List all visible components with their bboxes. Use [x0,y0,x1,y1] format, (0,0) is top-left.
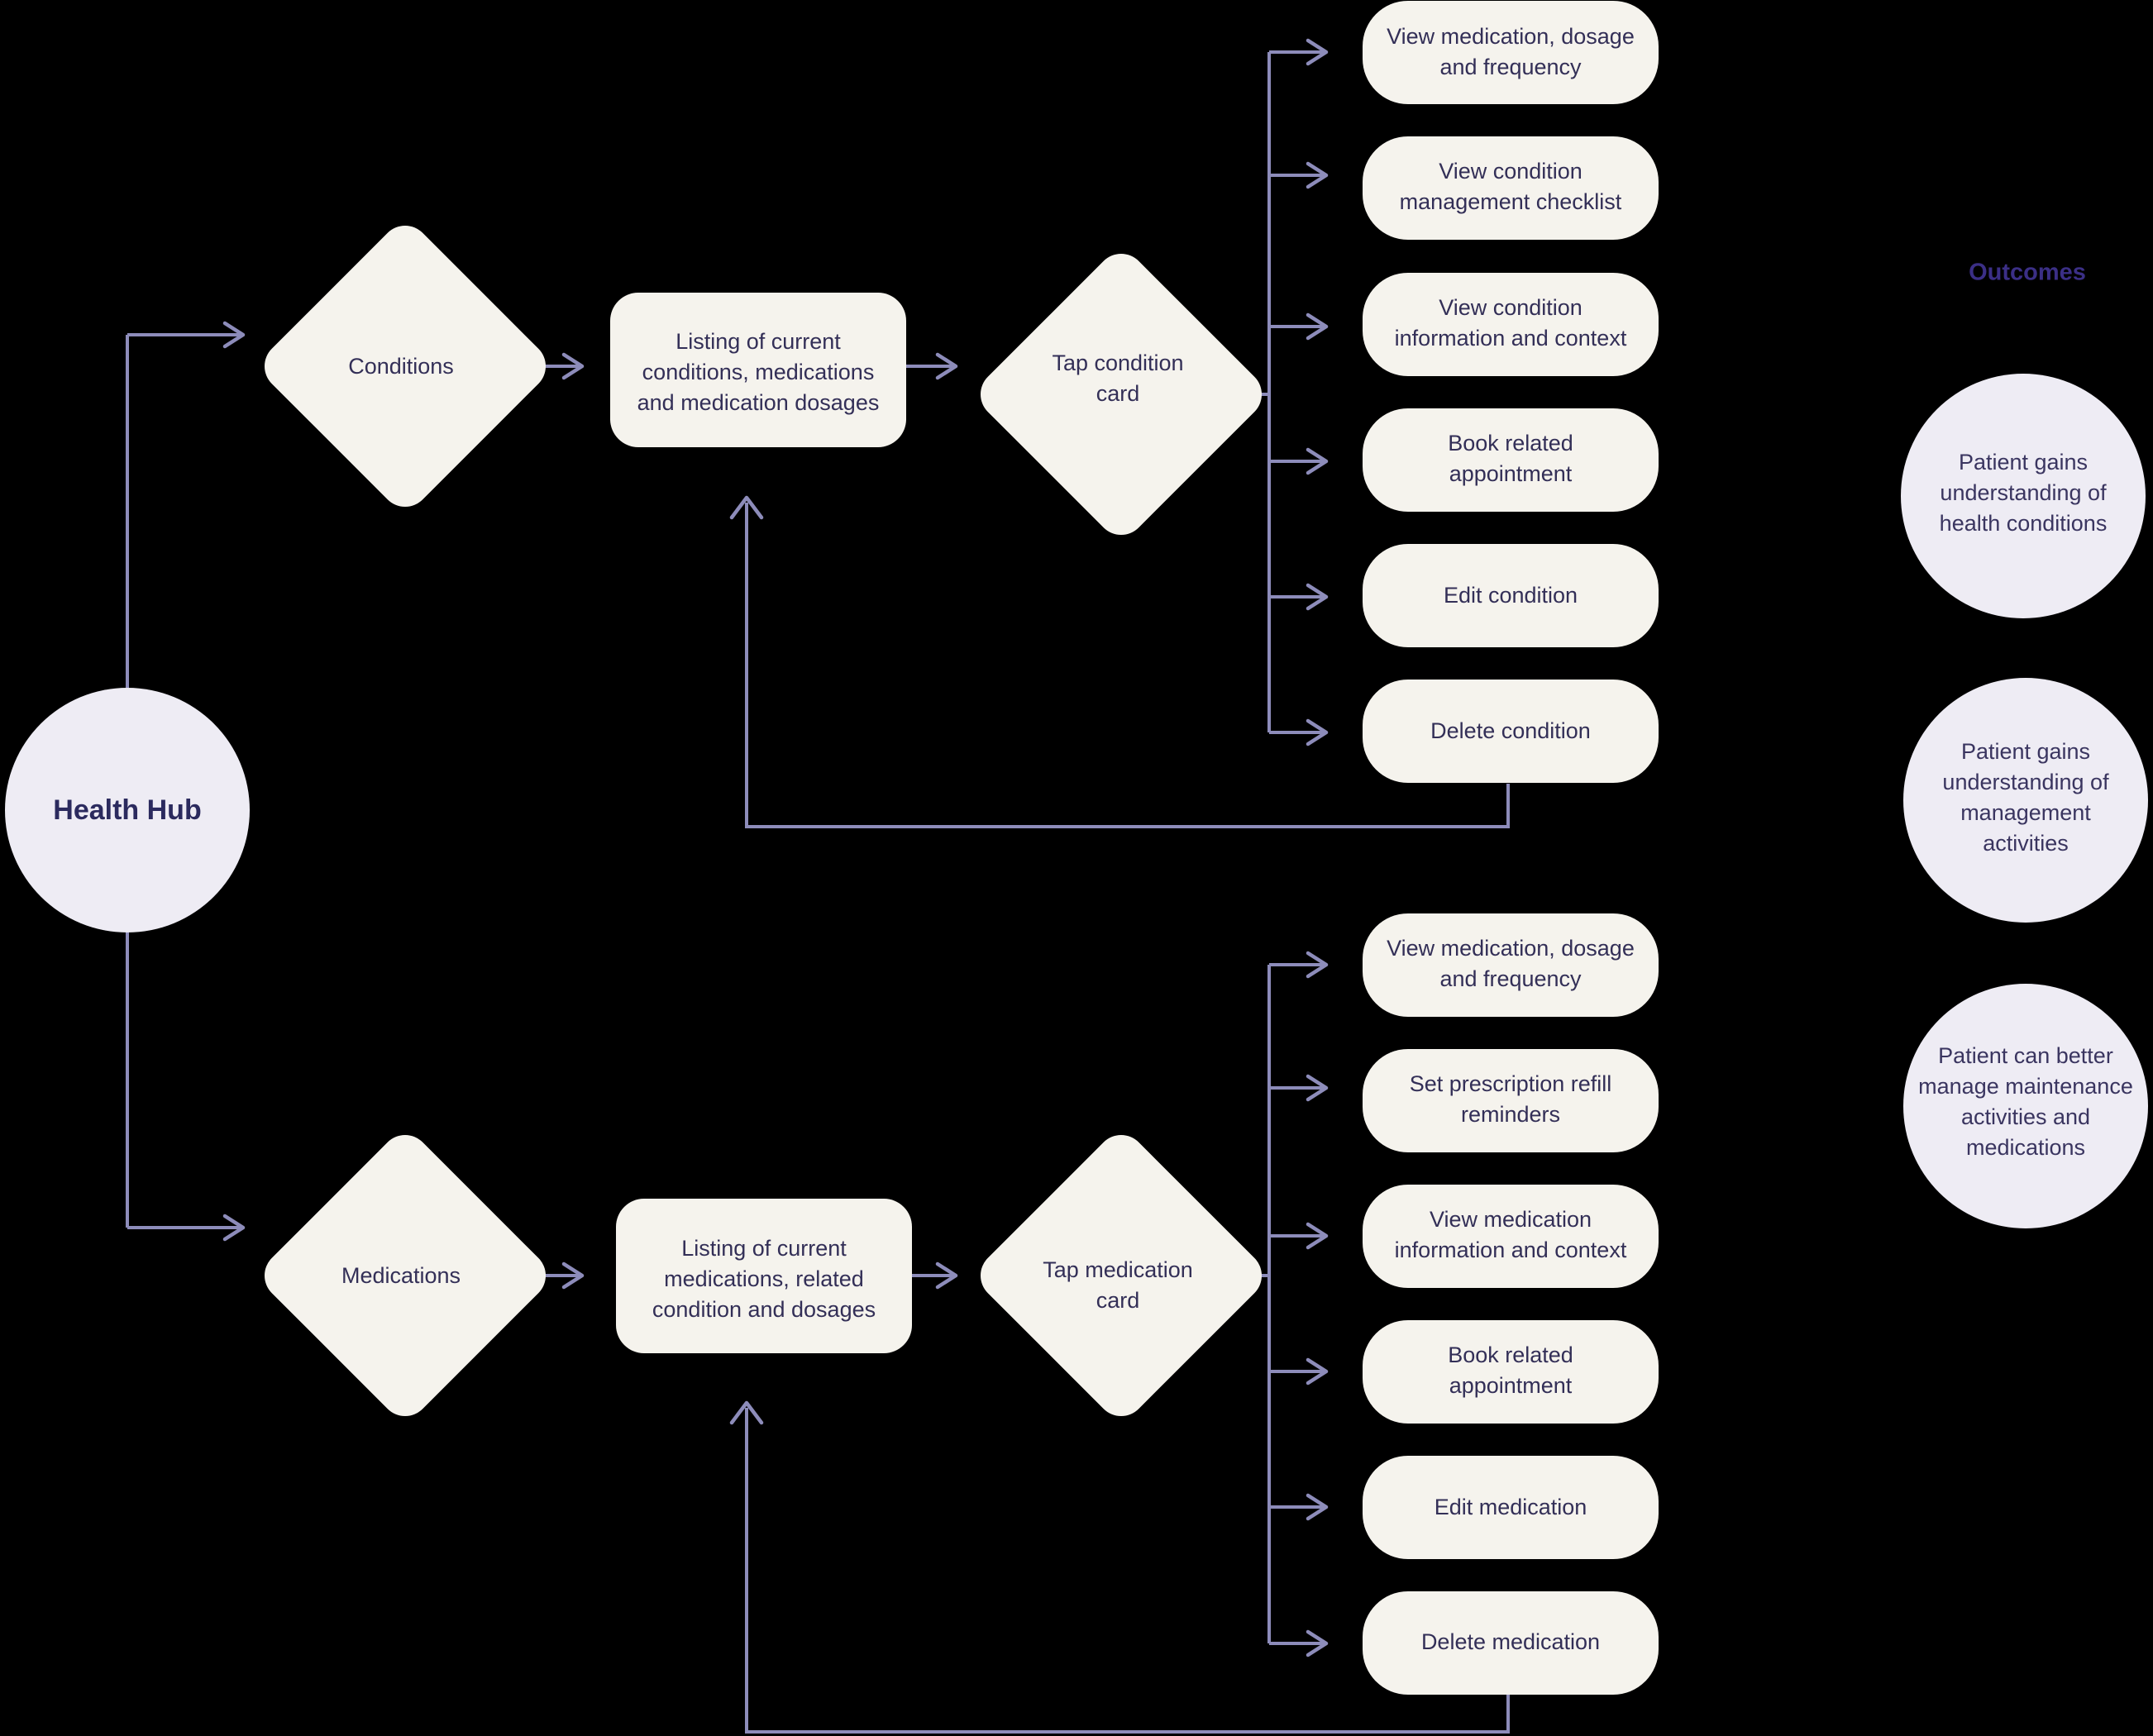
outcome-1-line2: understanding of [1940,480,2107,505]
outcome-3-line3: activities and [1961,1104,2090,1129]
medication-action-2-line1: Set prescription refill [1410,1071,1612,1096]
outcomes-title: Outcomes [1969,260,2086,286]
edge-condition-return-loop [729,495,1510,828]
outcome-2-line2: understanding of [1942,770,2109,794]
condition-action-4-line1: Book related [1448,431,1573,455]
medications-listing-line3: condition and dosages [652,1297,876,1322]
condition-action-card[interactable]: View medication, dosage and frequency [1363,1,1659,104]
medication-action-6-line1: Delete medication [1421,1629,1600,1654]
edge-medication-action-2 [1269,1074,1329,1102]
medication-action-card[interactable]: View medication, dosage and frequency [1363,913,1659,1017]
medication-action-4-line1: Book related [1448,1343,1573,1367]
tap-condition-line1: Tap condition [1052,351,1183,375]
conditions-entry-node[interactable]: Conditions [255,216,556,517]
condition-action-card[interactable]: Edit condition [1363,544,1659,647]
condition-action-2-line1: View condition [1439,159,1583,184]
medication-action-3-line2: information and context [1395,1238,1627,1262]
edge-listing-to-tap-medication [912,1261,958,1290]
outcome-node[interactable]: Patient gains understanding of health co… [1901,374,2146,618]
condition-action-2-line2: management checklist [1400,189,1622,214]
condition-action-4-line2: appointment [1449,461,1573,486]
edge-hub-to-medications [127,1214,246,1242]
edge-medication-return-loop [729,1400,1510,1734]
medications-entry-node[interactable]: Medications [255,1125,556,1427]
outcome-2-line3: management [1960,800,2091,825]
edge-medication-action-4 [1269,1357,1329,1385]
conditions-listing-card[interactable]: Listing of current conditions, medicatio… [610,293,906,447]
medication-action-card[interactable]: View medication information and context [1363,1185,1659,1288]
outcome-1-line3: health conditions [1940,511,2108,536]
outcome-node[interactable]: Patient gains understanding of managemen… [1903,678,2148,923]
medication-action-card[interactable]: Edit medication [1363,1456,1659,1559]
medication-action-1-line1: View medication, dosage [1387,936,1635,961]
conditions-listing-line1: Listing of current [675,329,841,354]
outcome-2-line1: Patient gains [1961,739,2090,764]
condition-action-1-line1: View medication, dosage [1387,24,1635,49]
medications-listing-card[interactable]: Listing of current medications, related … [616,1199,912,1353]
condition-action-card[interactable]: View condition management checklist [1363,136,1659,240]
edge-condition-action-2 [1269,161,1329,189]
condition-action-card[interactable]: View condition information and context [1363,273,1659,376]
outcome-2-line4: activities [1983,831,2069,856]
medications-entry-label: Medications [341,1263,461,1288]
outcome-1-line1: Patient gains [1959,450,2088,475]
edge-condition-action-1 [1269,38,1329,66]
medication-action-card[interactable]: Delete medication [1363,1591,1659,1695]
tap-condition-card-node[interactable]: Tap condition card [971,244,1272,546]
medications-listing-line2: medications, related [664,1266,864,1291]
condition-action-card[interactable]: Book related appointment [1363,408,1659,512]
outcome-3-line4: medications [1966,1135,2085,1160]
medication-action-card[interactable]: Book related appointment [1363,1320,1659,1424]
medication-action-3-line1: View medication [1430,1207,1592,1232]
condition-action-6-line1: Delete condition [1430,718,1591,743]
medication-action-card[interactable]: Set prescription refill reminders [1363,1049,1659,1152]
condition-action-1-line2: and frequency [1439,55,1582,79]
condition-action-3-line2: information and context [1395,326,1627,351]
edge-medication-action-6 [1269,1629,1329,1657]
condition-action-5-line1: Edit condition [1444,583,1578,608]
condition-action-card[interactable]: Delete condition [1363,680,1659,783]
conditions-entry-label: Conditions [348,354,454,379]
hub-node[interactable]: Health Hub [5,688,250,932]
conditions-listing-line2: conditions, medications [642,360,875,384]
edge-listing-to-tap-condition [906,352,958,380]
tap-medication-line1: Tap medication [1043,1257,1193,1282]
edge-hub-to-conditions [127,321,246,349]
condition-action-3-line1: View condition [1439,295,1583,320]
outcome-3-line2: manage maintenance [1918,1074,2133,1099]
medication-action-1-line2: and frequency [1439,966,1582,991]
medications-listing-line1: Listing of current [681,1236,847,1261]
edge-medication-action-3 [1269,1222,1329,1250]
edge-medication-action-1 [1269,951,1329,979]
medication-action-2-line2: reminders [1461,1102,1560,1127]
medication-action-5-line1: Edit medication [1435,1495,1587,1519]
tap-medication-line2: card [1096,1288,1140,1313]
edge-condition-action-3 [1269,312,1329,341]
tap-medication-card-node[interactable]: Tap medication card [971,1125,1272,1427]
outcome-3-line1: Patient can better [1938,1043,2113,1068]
medication-action-4-line2: appointment [1449,1373,1573,1398]
edge-condition-action-6 [1269,718,1329,746]
edge-medication-action-5 [1269,1493,1329,1521]
conditions-listing-line3: and medication dosages [637,390,880,415]
edge-condition-action-4 [1269,447,1329,475]
edge-condition-action-5 [1269,583,1329,611]
tap-condition-line2: card [1096,381,1140,406]
hub-label: Health Hub [53,794,201,826]
outcome-node[interactable]: Patient can better manage maintenance ac… [1903,984,2148,1228]
